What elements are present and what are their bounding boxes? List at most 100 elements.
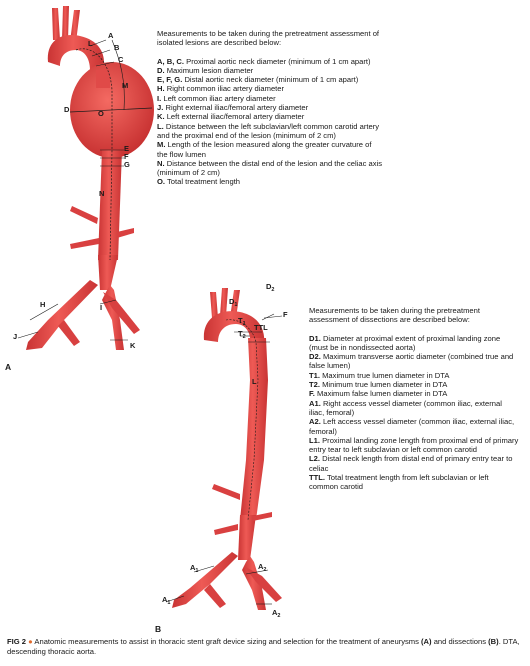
label-d1-sub: 1 — [234, 302, 237, 308]
legend-a-list: A, B, C. Proximal aortic neck diameter (… — [157, 57, 382, 187]
legend-b-item-text: Distal neck length from distal end of pr… — [309, 454, 513, 473]
legend-b-item: A1. Right access vessel diameter (common… — [309, 399, 519, 418]
legend-b-item-text: Right access vessel diameter (common ili… — [309, 398, 502, 417]
legend-a-item-text: Distance between the distal end of the l… — [157, 158, 382, 178]
legend-b-item: TTL. Total treatment length from left su… — [309, 473, 519, 492]
legend-a-item-key: J. — [157, 103, 164, 113]
legend-a-item-text: Left common iliac artery diameter — [161, 93, 276, 103]
legend-b-list: D1. Diameter at proximal extent of proxi… — [309, 334, 519, 492]
legend-b-item-key: A1. — [309, 398, 321, 408]
legend-b-intro: Measurements to be taken during the pret… — [309, 306, 480, 325]
legend-b-item-text: Diameter at proximal extent of proximal … — [309, 333, 501, 352]
label-t1-main: T — [238, 316, 243, 325]
label-n: N — [99, 189, 104, 198]
legend-a-item-text: Right common iliac artery diameter — [164, 84, 285, 94]
legend-b-item-key: D1. — [309, 333, 321, 343]
legend-a-item-key: I. — [157, 93, 162, 103]
legend-b-item: T2. Minimum true lumen diameter in DTA — [309, 380, 519, 389]
label-o: O — [98, 109, 104, 118]
legend-a: Measurements to be taken during the pret… — [157, 29, 382, 187]
legend-a-item-text: Left external iliac/femoral artery diame… — [164, 112, 305, 122]
legend-a-item-key: E, F, G. — [157, 75, 183, 85]
label-t2: T2 — [238, 329, 246, 340]
legend-b-item-key: L2. — [309, 454, 320, 464]
legend-b-item: F. Maximum false lumen diameter in DTA — [309, 389, 519, 398]
legend-b-item: A2. Left access vessel diameter (common … — [309, 417, 519, 436]
legend-a-intro: Measurements to be taken during the pret… — [157, 29, 380, 48]
legend-a-item: N. Distance between the distal end of th… — [157, 159, 382, 178]
legend-a-item: M. Length of the lesion measured along t… — [157, 140, 382, 159]
label-t1: T1 — [238, 316, 246, 327]
legend-a-item-key: K. — [157, 112, 165, 122]
caption-end: . DTA, descending thoracic aorta. — [7, 637, 520, 656]
label-d1-main: D — [229, 297, 235, 306]
label-l: L — [252, 377, 257, 386]
legend-a-item: I. Left common iliac artery diameter — [157, 94, 382, 103]
panel-letter-b: B — [155, 624, 162, 634]
figure-number: FIG 2 — [7, 637, 26, 646]
caption-text: Anatomic measurements to assist in thora… — [32, 637, 422, 646]
label-ttl: TTL — [254, 323, 268, 332]
caption-bullet: ● — [28, 637, 33, 646]
legend-a-item-key: N. — [157, 158, 165, 168]
panel-b-measure-labels: D1 D2 T1 T2 TTL F L A1 A2 A1 A2 — [162, 282, 288, 619]
legend-b: Measurements to be taken during the pret… — [309, 306, 519, 492]
legend-b-item: L1. Proximal landing zone length from pr… — [309, 436, 519, 455]
label-c: C — [118, 55, 124, 64]
legend-b-item-key: L1. — [309, 435, 320, 445]
label-b: B — [114, 43, 120, 52]
label-l: L — [88, 39, 93, 48]
label-t1-sub: 1 — [243, 321, 246, 327]
legend-b-item-key: F. — [309, 389, 315, 399]
panel-letter-a: A — [5, 362, 12, 372]
legend-b-item-text: Total treatment length from left subclav… — [309, 473, 489, 492]
legend-a-item-text: Total treatment length — [165, 177, 241, 187]
legend-a-item-key: A, B, C. — [157, 56, 185, 66]
legend-b-item: D2. Maximum transverse aortic diameter (… — [309, 352, 519, 371]
legend-b-item-key: A2. — [309, 417, 321, 427]
legend-a-item: L. Distance between the left subclavian/… — [157, 122, 382, 141]
label-a2-lower: A2 — [272, 608, 280, 619]
legend-b-item-text: Left access vessel diameter (common ilia… — [309, 417, 515, 436]
legend-a-item: O. Total treatment length — [157, 177, 382, 186]
legend-a-item-text: Distal aortic neck diameter (minimum of … — [182, 75, 359, 85]
figure-caption: FIG 2 ● Anatomic measurements to assist … — [7, 637, 522, 657]
label-d2-sub: 2 — [271, 287, 274, 293]
legend-a-item-key: M. — [157, 140, 166, 150]
caption-ref-b: (B) — [488, 637, 499, 646]
legend-a-item: E, F, G. Distal aortic neck diameter (mi… — [157, 75, 382, 84]
label-a2-upper: A2 — [258, 562, 266, 573]
label-g: G — [124, 160, 130, 169]
label-i: I — [100, 303, 102, 312]
label-f: F — [283, 310, 288, 319]
caption-mid: and dissections — [431, 637, 489, 646]
legend-b-item-key: T1. — [309, 370, 320, 380]
aorta-a — [17, 35, 154, 350]
legend-b-item-text: Maximum false lumen diameter in DTA — [314, 389, 448, 399]
label-f: F — [124, 152, 129, 161]
legend-a-item-key: O. — [157, 177, 166, 187]
legend-a-item-key: L. — [157, 121, 164, 131]
legend-b-item-text: Proximal landing zone length from proxim… — [309, 435, 519, 455]
legend-a-item-text: Proximal aortic neck diameter (minimum o… — [184, 56, 371, 66]
legend-b-item: T1. Maximum true lumen diameter in DTA — [309, 371, 519, 380]
legend-a-item: J. Right external iliac/femoral artery d… — [157, 103, 382, 112]
legend-a-item-text: Distance between the left subclavian/lef… — [157, 121, 380, 140]
label-d2: D2 — [266, 282, 274, 293]
legend-b-item-text: Maximum transverse aortic diameter (comb… — [309, 352, 514, 371]
label-h: H — [40, 300, 45, 309]
legend-b-item-key: D2. — [309, 352, 321, 362]
label-a: A — [108, 31, 114, 40]
legend-b-item-text: Maximum true lumen diameter in DTA — [319, 370, 450, 380]
label-j: J — [13, 332, 17, 341]
label-d2-main: D — [266, 282, 272, 291]
label-a1-lower: A1 — [162, 595, 170, 606]
label-m: M — [122, 81, 128, 90]
label-t2-sub: 2 — [243, 334, 246, 340]
label-t2-main: T — [238, 329, 243, 338]
label-d: D — [64, 105, 70, 114]
panel-a-measure-labels: A B C L M D O E F G N H I J K — [13, 31, 136, 350]
legend-b-item-text: Minimum true lumen diameter in DTA — [319, 380, 448, 390]
caption-ref-a: (A) — [421, 637, 432, 646]
